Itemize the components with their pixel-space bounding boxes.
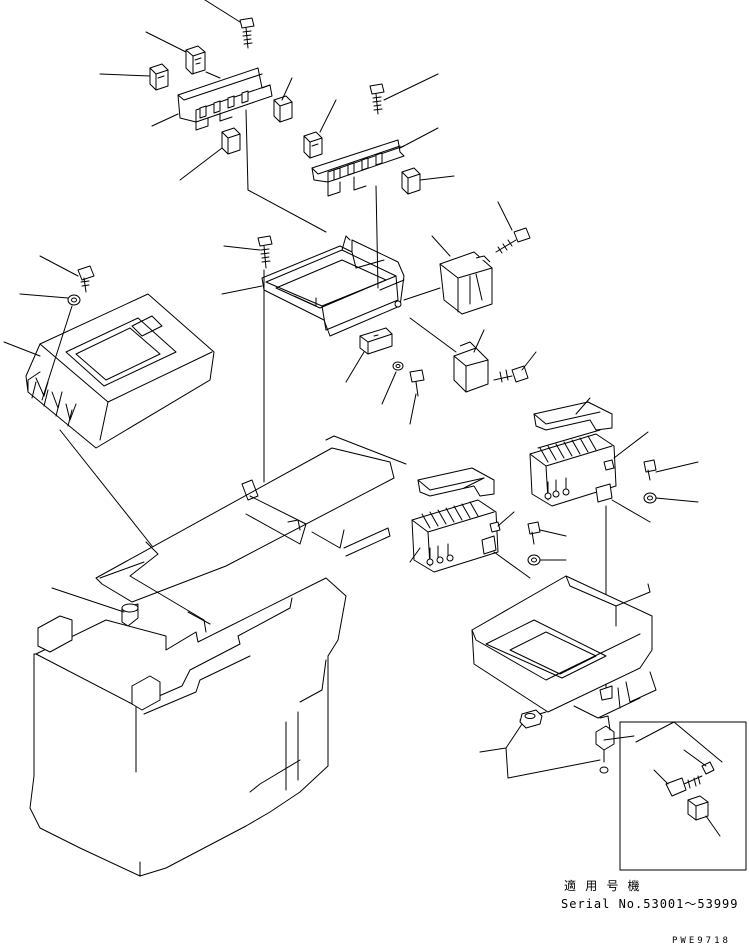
terminal-block-right [529,397,699,691]
connector-small [359,327,393,355]
clamp-lower [595,715,615,774]
middle-relay-bracket [303,73,455,197]
bolt-mid [369,83,385,115]
relay-2 [149,63,169,91]
upper-relay-bracket [99,0,293,181]
applicable-label: 適 用 号 機 [564,878,641,893]
serial-detail-box [619,721,747,871]
terminal-block-left [409,467,567,579]
mounting-tray [471,575,657,721]
central-mounting-bracket [221,109,425,483]
controller-bolt [77,265,95,293]
bolt-right-upper [495,227,531,254]
serial-range: Serial No.53001～53999 [561,897,739,911]
cab-frame [29,435,407,877]
bolt-right-lower [493,365,529,383]
relay-5 [303,131,323,159]
bolt-detail [665,775,703,797]
relay-block-lower [453,341,489,393]
nut-lower [519,709,543,729]
relay-3 [273,95,293,123]
screw-terminal-right [643,459,657,481]
screw-terminal-left [527,521,541,545]
drawing-code: PWE9718 [672,936,731,946]
bolt-top-left [239,17,255,49]
relay-detail [687,795,709,821]
right-relays [403,201,537,393]
plug-left [121,603,139,627]
relay-1 [185,45,206,75]
bolt-central [257,235,273,269]
screw-central [409,369,425,397]
relay-4 [221,127,241,155]
relay-block-upper [439,251,493,315]
relay-6 [401,167,421,195]
lower-hardware [479,709,635,779]
controller-unit [3,255,215,547]
